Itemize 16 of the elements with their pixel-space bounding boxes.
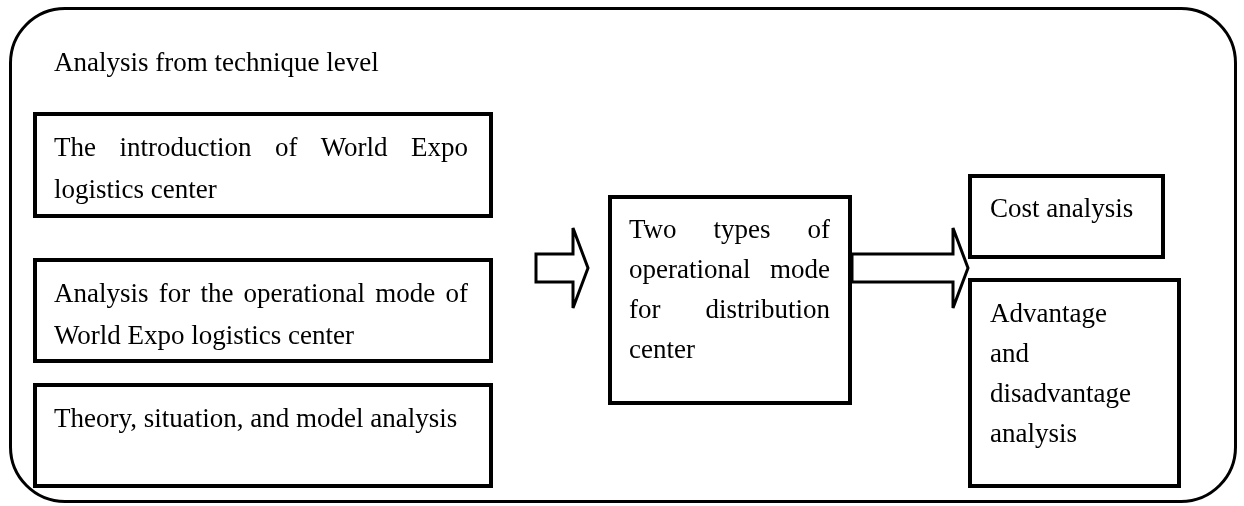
- block-arrow: [850, 226, 970, 310]
- box-text: Cost analysis: [990, 192, 1135, 225]
- process-box: [608, 195, 852, 405]
- process-box: [33, 258, 493, 363]
- box-text: Theory, situation, and model analysis: [54, 402, 459, 435]
- process-box: [968, 278, 1181, 488]
- box-text: Two types of operational mode for distribution center: [629, 213, 830, 366]
- process-box: [33, 383, 493, 488]
- box-text: Advantage and disadvantage analysis: [990, 297, 1132, 450]
- box-text: The introduction of World Expo logistics center: [54, 131, 468, 206]
- process-box: [33, 112, 493, 218]
- box-text: Analysis for the operational mode of World Expo logistics center: [54, 277, 468, 352]
- group-frame: [9, 7, 1237, 503]
- group-heading: Analysis from technique level: [54, 49, 380, 75]
- process-box: [968, 174, 1165, 259]
- block-arrow: [534, 226, 590, 310]
